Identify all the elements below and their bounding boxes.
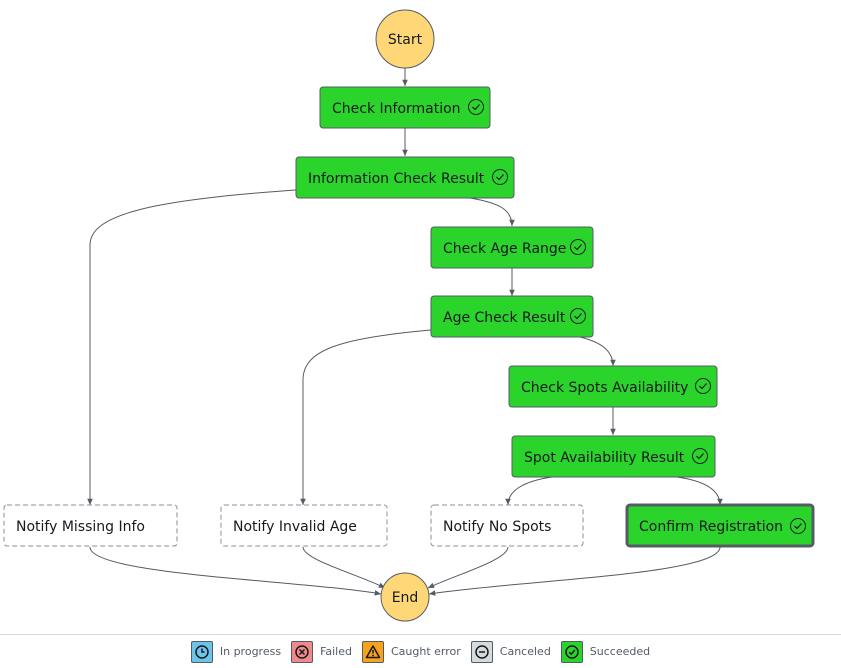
state-label: Notify Missing Info	[16, 519, 145, 535]
legend-succeeded: Succeeded	[560, 640, 651, 663]
state-information-check-result[interactable]: Information Check Result	[295, 156, 515, 199]
warning-icon	[361, 640, 384, 663]
check-circle-icon	[468, 99, 484, 115]
state-label: Check Information	[332, 101, 461, 117]
edge-information-check-result-to-notify-missing-info	[87, 189, 297, 505]
check-circle-icon	[692, 448, 708, 464]
state-label: Notify Invalid Age	[233, 519, 357, 535]
check-circle-icon	[570, 308, 586, 324]
state-label: Spot Availability Result	[524, 450, 685, 466]
state-label: Age Check Result	[443, 310, 566, 326]
legend-label: Failed	[320, 645, 352, 658]
start-label: Start	[388, 32, 423, 48]
end-label: End	[392, 590, 419, 606]
edge-information-check-result-to-check-age-range	[469, 197, 515, 227]
state-age-check-result[interactable]: Age Check Result	[430, 295, 594, 338]
state-notify-invalid-age[interactable]: Notify Invalid Age	[220, 504, 388, 547]
state-label: Notify No Spots	[443, 519, 551, 535]
edge-age-check-result-to-notify-invalid-age	[300, 329, 432, 505]
state-label: Check Spots Availability	[521, 380, 688, 396]
legend-label: Succeeded	[589, 645, 651, 658]
state-spot-availability-result[interactable]: Spot Availability Result	[511, 435, 716, 478]
status-legend: In progress Failed Caught error Canceled…	[0, 634, 841, 668]
check-circle-icon	[790, 518, 806, 534]
edge-notify-missing-info-to-end	[89, 546, 382, 596]
check-circle-icon	[560, 640, 583, 663]
start-node[interactable]: Start	[375, 9, 435, 69]
edge-notify-invalid-age-to-end	[302, 546, 386, 589]
end-node[interactable]: End	[380, 572, 430, 622]
edge-spot-availability-result-to-confirm-registration	[676, 476, 723, 506]
state-label: Information Check Result	[308, 171, 485, 187]
state-label: Check Age Range	[443, 241, 566, 257]
edge-notify-no-spots-to-end	[427, 546, 509, 589]
edge-age-check-result-to-check-spots-availability	[579, 336, 616, 367]
state-notify-no-spots[interactable]: Notify No Spots	[430, 504, 584, 547]
legend-label: In progress	[219, 645, 282, 658]
state-confirm-registration[interactable]: Confirm Registration	[625, 503, 815, 548]
legend-label: Canceled	[499, 645, 551, 658]
check-circle-icon	[695, 378, 711, 394]
state-check-spots-availability[interactable]: Check Spots Availability	[508, 365, 718, 408]
legend-label: Caught error	[390, 645, 461, 658]
check-circle-icon	[570, 239, 586, 255]
state-notify-missing-info[interactable]: Notify Missing Info	[3, 504, 178, 547]
legend-in-progress: In progress	[190, 640, 282, 663]
edge-spot-availability-result-to-notify-no-spots	[505, 476, 553, 506]
state-check-information[interactable]: Check Information	[319, 86, 491, 129]
state-check-age-range[interactable]: Check Age Range	[430, 226, 594, 269]
error-x-icon	[291, 640, 314, 663]
edge-confirm-registration-to-end	[428, 546, 721, 596]
check-circle-icon	[492, 169, 508, 185]
workflow-graph: Start End Check Information Information …	[3, 9, 815, 622]
state-label: Confirm Registration	[639, 519, 783, 535]
legend-caught-error: Caught error	[361, 640, 461, 663]
canceled-icon	[470, 640, 493, 663]
legend-failed: Failed	[291, 640, 352, 663]
legend-canceled: Canceled	[470, 640, 551, 663]
clock-icon	[190, 640, 213, 663]
